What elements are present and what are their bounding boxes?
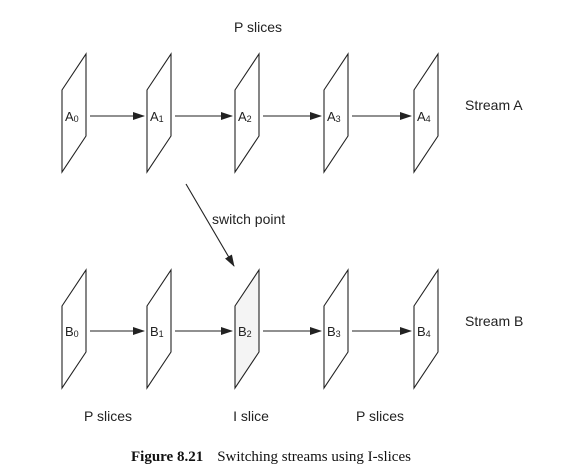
bottom-p-slices-right-label: P slices: [356, 408, 404, 424]
frame-a2: A2: [234, 52, 260, 174]
frame-a1-label: A1: [150, 109, 164, 124]
caption-number: Figure 8.21: [131, 449, 203, 465]
frame-b2-label: B2: [238, 324, 252, 339]
frame-a4: A4: [413, 52, 439, 174]
frame-a2-label: A2: [238, 109, 252, 124]
frame-b0-label: B0: [65, 324, 79, 339]
frame-b1-label: B1: [150, 324, 164, 339]
caption-text: Switching streams using I-slices: [217, 449, 411, 465]
frame-a1: A1: [146, 52, 172, 174]
frame-b0-shape: [61, 268, 87, 390]
stream-b-label: Stream B: [465, 313, 523, 329]
frame-a3-shape: [323, 52, 349, 174]
stream-b-row: B0 B1 B2 B3 B4: [61, 268, 439, 390]
frame-a4-label: A4: [417, 109, 431, 124]
frame-b3-label: B3: [327, 324, 341, 339]
frame-a0-shape: [61, 52, 87, 174]
stream-a-row: A0 A1 A2 A3 A4: [61, 52, 439, 174]
top-p-slices-label: P slices: [234, 19, 282, 35]
frame-b1-shape: [146, 268, 172, 390]
stream-a-label: Stream A: [465, 97, 523, 113]
frame-b2-shape: [234, 268, 260, 390]
frame-b1: B1: [146, 268, 172, 390]
frame-b4-shape: [413, 268, 439, 390]
frame-a2-shape: [234, 52, 260, 174]
frame-b4: B4: [413, 268, 439, 390]
frame-b2: B2: [234, 268, 260, 390]
frame-b3: B3: [323, 268, 349, 390]
frame-a0: A0: [61, 52, 87, 174]
bottom-p-slices-left-label: P slices: [84, 408, 132, 424]
frame-a0-label: A0: [65, 109, 79, 124]
frame-b4-label: B4: [417, 324, 431, 339]
switch-point-arrow: [185, 183, 235, 267]
frame-a3: A3: [323, 52, 349, 174]
frame-b3-shape: [323, 268, 349, 390]
frame-a1-shape: [146, 52, 172, 174]
figure-caption: Figure 8.21 Switching streams using I-sli…: [131, 449, 411, 465]
switch-point-label: switch point: [212, 211, 285, 227]
frame-b0: B0: [61, 268, 87, 390]
frame-a3-label: A3: [327, 109, 341, 124]
bottom-i-slice-label: I slice: [233, 408, 269, 424]
frame-a4-shape: [413, 52, 439, 174]
